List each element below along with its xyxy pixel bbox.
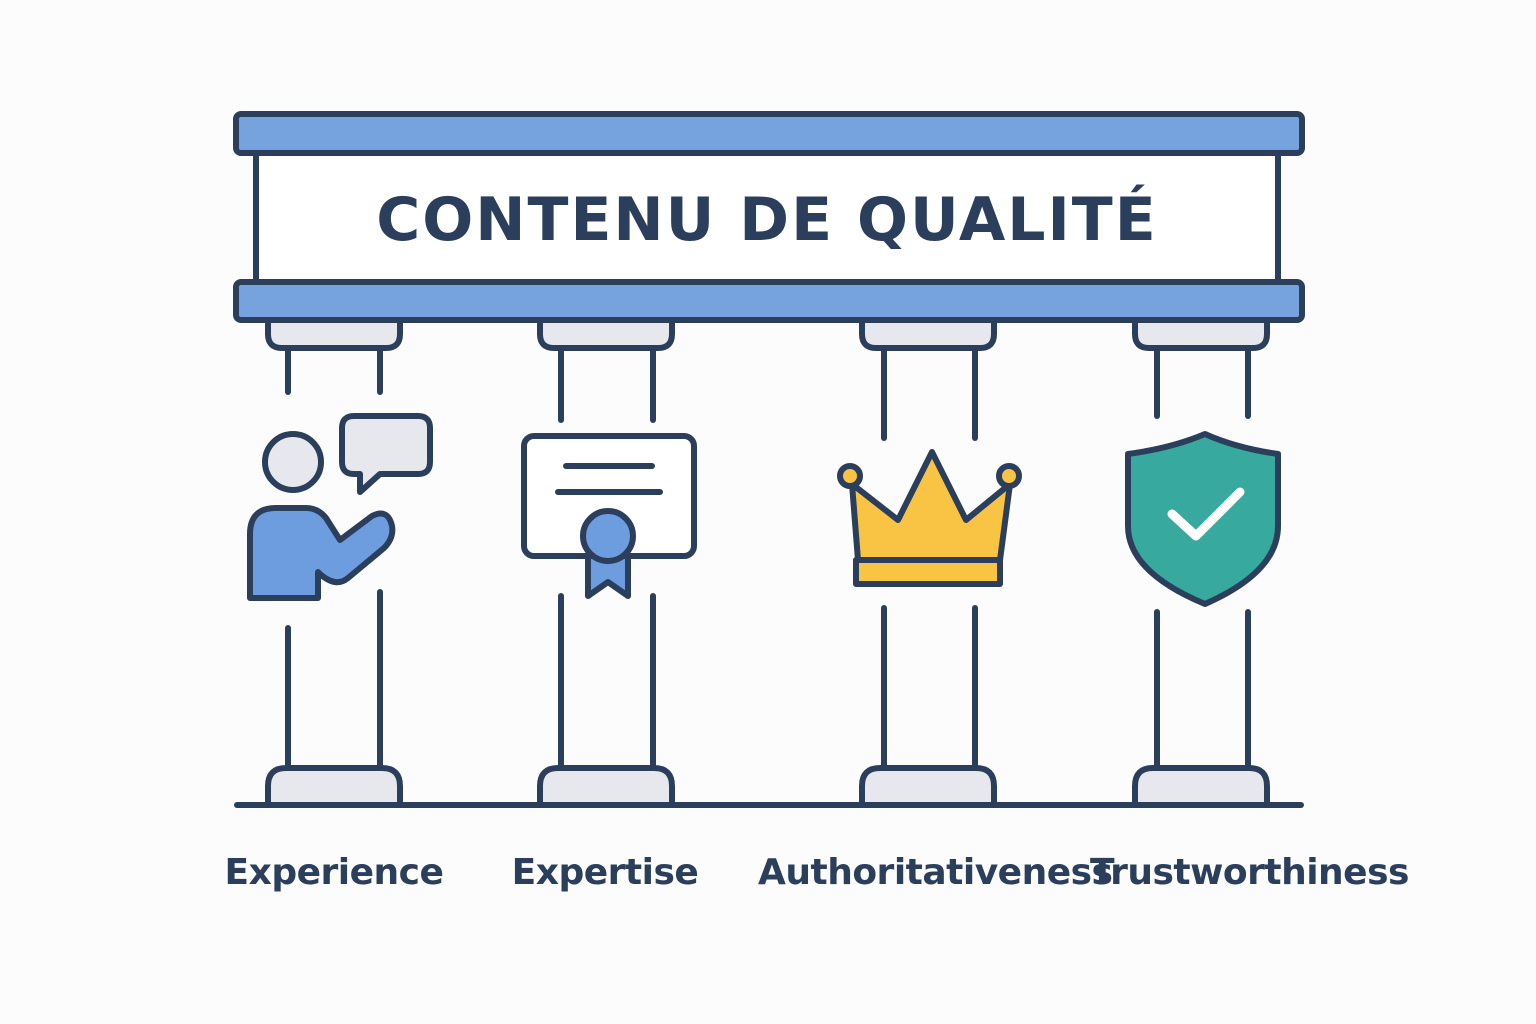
bottom-beam xyxy=(233,279,1305,323)
top-beam xyxy=(233,111,1305,156)
pillar-4-capital xyxy=(1132,315,1270,351)
certificate-icon xyxy=(521,433,697,599)
pillar-1-capital xyxy=(265,315,403,351)
pillar-2-capital xyxy=(537,315,675,351)
pillar-1-base xyxy=(265,765,403,807)
pillar-2-base xyxy=(537,765,675,807)
pillar-label-expertise: Expertise xyxy=(511,852,699,893)
crown-icon xyxy=(837,449,1022,587)
entablature-panel xyxy=(253,147,1281,287)
person-speech-bubble-icon xyxy=(247,413,433,601)
pillar-label-authoritativeness: Authoritativeness xyxy=(758,852,1113,893)
structure xyxy=(233,111,1305,808)
page-title: CONTENU DE QUALITÉ xyxy=(376,183,1157,255)
pillar-4-base xyxy=(1132,765,1270,807)
pillar-label-experience: Experience xyxy=(224,852,444,893)
shield-check-icon xyxy=(1125,431,1281,607)
pillar-3-base xyxy=(859,765,997,807)
pillar-label-trustworthiness: Trustworthiness xyxy=(1090,852,1409,893)
pillar-3-capital xyxy=(859,315,997,351)
